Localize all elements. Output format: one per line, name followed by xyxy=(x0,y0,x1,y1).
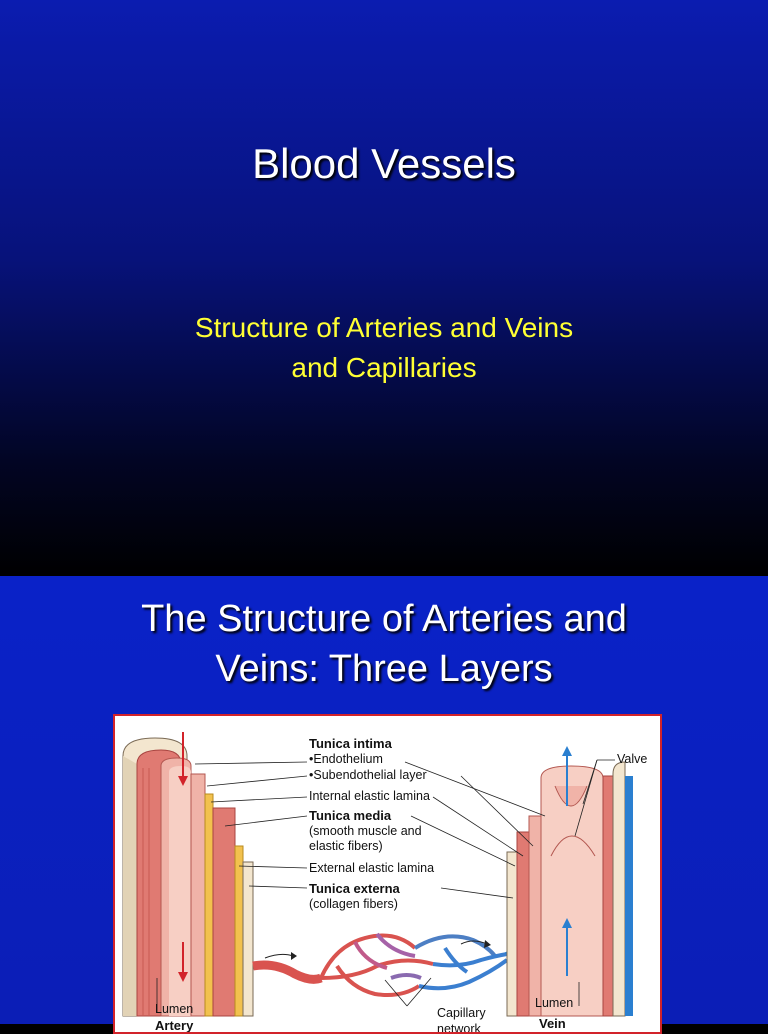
vessel-layers-figure: Tunica intima •Endothelium •Subendotheli… xyxy=(113,714,662,1034)
label-lumen-vein: Lumen xyxy=(535,996,574,1010)
label-tunica-intima: Tunica intima xyxy=(309,736,392,751)
label-internal-elastic: Internal elastic lamina xyxy=(309,789,430,803)
slide-title: Blood Vessels xyxy=(252,140,516,187)
leader-lines xyxy=(156,759,615,1012)
slide-heading: The Structure of Arteries and Veins: Thr… xyxy=(0,594,768,694)
capillary-network xyxy=(319,932,536,997)
label-valve: Valve xyxy=(617,752,648,766)
slide-subtitle: Structure of Arteries and Veins and Capi… xyxy=(0,308,768,388)
label-external-elastic: External elastic lamina xyxy=(309,861,435,875)
label-tunica-externa: Tunica externa xyxy=(309,881,400,896)
heading-line-1: The Structure of Arteries and xyxy=(141,598,627,640)
label-externa-desc: (collagen fibers) xyxy=(309,897,398,911)
vessel-illustration xyxy=(122,732,633,1017)
label-media-desc-1: (smooth muscle and xyxy=(309,824,422,838)
title-slide: Blood Vessels Structure of Arteries and … xyxy=(0,0,768,576)
vein-cylinder xyxy=(506,746,633,1017)
label-subendothelial: •Subendothelial layer xyxy=(309,768,427,782)
label-capillary: Capillary xyxy=(437,1006,486,1020)
label-lumen-artery: Lumen xyxy=(155,1002,194,1016)
label-tunica-media: Tunica media xyxy=(309,808,392,823)
label-media-desc-2: elastic fibers) xyxy=(309,839,383,853)
artery-cylinder xyxy=(122,732,254,1017)
subtitle-line-1: Structure of Arteries and Veins xyxy=(194,312,574,343)
subtitle-line-2: and Capillaries xyxy=(291,352,477,383)
label-artery: Artery xyxy=(155,1018,194,1033)
heading-line-2: Veins: Three Layers xyxy=(215,648,553,690)
layers-slide: The Structure of Arteries and Veins: Thr… xyxy=(0,576,768,1034)
label-endothelium: •Endothelium xyxy=(309,752,383,766)
